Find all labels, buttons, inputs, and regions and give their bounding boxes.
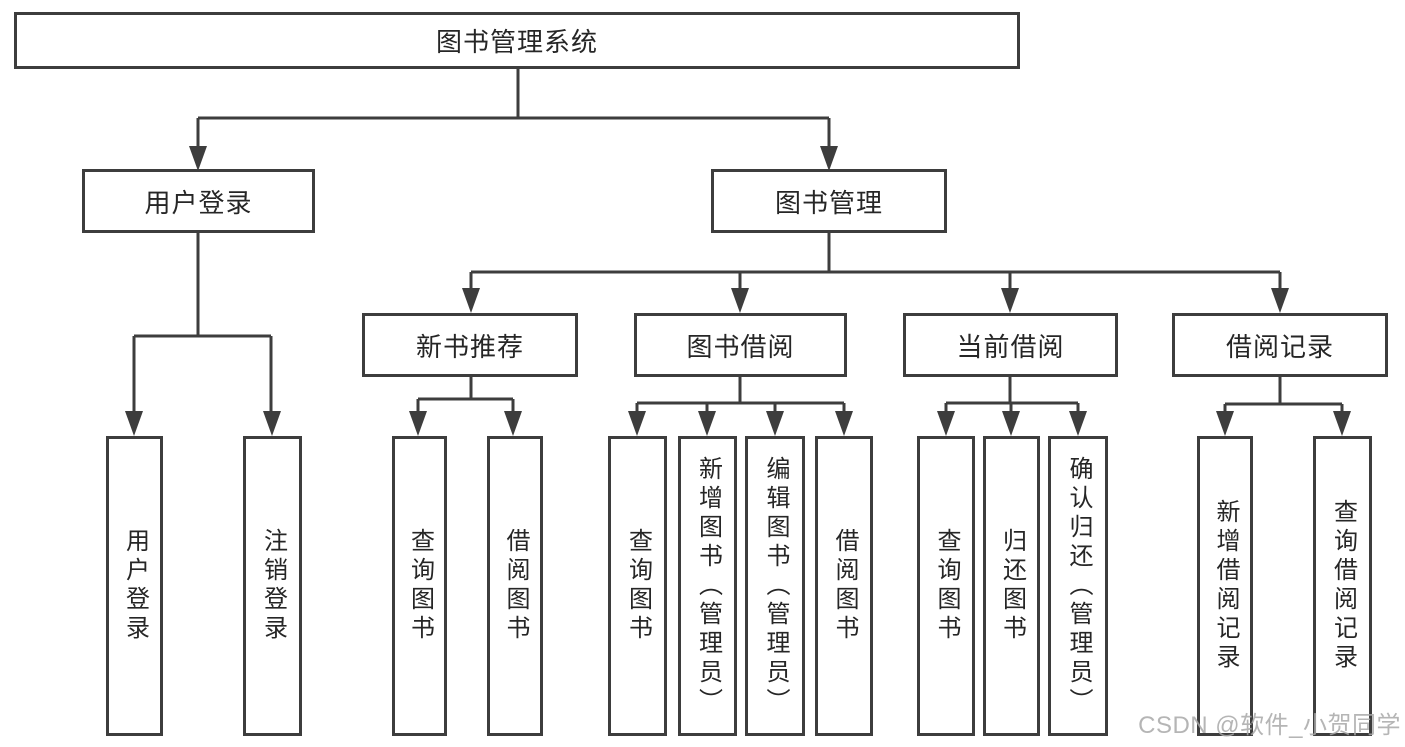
- node-borrowing-records: 借阅记录: [1172, 313, 1388, 377]
- node-label: 图书借阅: [686, 331, 795, 362]
- node-label: 编辑图书（管理员）: [762, 455, 789, 717]
- arrow-down-icon: [766, 411, 784, 436]
- node-query-books-recommend: 查询图书: [392, 436, 447, 736]
- node-query-books-borrowing: 查询图书: [608, 436, 667, 736]
- node-edit-books-admin: 编辑图书（管理员）: [745, 436, 805, 736]
- connector-book-borrowing-to-children: [635, 377, 846, 413]
- node-user-login: 用户登录: [82, 169, 315, 233]
- arrow-down-icon: [1216, 411, 1234, 436]
- connector-root-to-level2: [196, 69, 831, 148]
- node-label: 新增图书（管理员）: [694, 455, 722, 717]
- node-book-management: 图书管理: [711, 169, 947, 233]
- arrow-down-icon: [1002, 411, 1020, 436]
- node-label: 借阅记录: [1225, 331, 1334, 362]
- connector-user-login-to-children: [132, 233, 273, 413]
- node-book-borrowing: 图书借阅: [634, 313, 847, 377]
- arrow-down-icon: [835, 411, 853, 436]
- node-user-login-leaf: 用户登录: [106, 436, 163, 736]
- arrow-down-icon: [1333, 411, 1351, 436]
- node-label: 确认归还（管理员）: [1065, 455, 1092, 717]
- arrow-down-icon: [698, 411, 716, 436]
- node-label: 用户登录: [121, 528, 149, 644]
- node-label: 查询图书: [406, 528, 434, 644]
- node-label: 注销登录: [259, 528, 287, 644]
- connector-borrowing-records-to-children: [1223, 377, 1344, 413]
- arrow-down-icon: [462, 288, 480, 313]
- node-label: 查询图书: [933, 528, 960, 644]
- node-confirm-return-admin: 确认归还（管理员）: [1048, 436, 1108, 736]
- connector-current-borrowing-to-children: [944, 377, 1080, 413]
- node-add-books-admin: 新增图书（管理员）: [678, 436, 737, 736]
- arrow-down-icon: [1271, 288, 1289, 313]
- node-label: 用户登录: [144, 187, 253, 218]
- arrowheads: [125, 146, 1351, 436]
- arrow-down-icon: [263, 411, 281, 436]
- node-label: 查询图书: [624, 528, 652, 644]
- node-return-books: 归还图书: [983, 436, 1040, 736]
- node-new-book-recommendation: 新书推荐: [362, 313, 578, 377]
- arrow-down-icon: [1069, 411, 1087, 436]
- node-logout-login: 注销登录: [243, 436, 302, 736]
- arrow-down-icon: [504, 411, 522, 436]
- node-label: 查询借阅记录: [1329, 499, 1357, 673]
- node-label: 新增借阅记录: [1212, 499, 1239, 673]
- node-label: 当前借阅: [956, 331, 1065, 362]
- arrow-down-icon: [937, 411, 955, 436]
- connector-new-book-recommendation-to-children: [416, 377, 515, 413]
- node-query-borrow-record: 查询借阅记录: [1313, 436, 1372, 736]
- connector-book-management-to-children: [469, 233, 1282, 290]
- node-add-borrow-record: 新增借阅记录: [1197, 436, 1253, 736]
- arrow-down-icon: [820, 146, 838, 171]
- node-label: 归还图书: [998, 528, 1026, 644]
- node-label: 图书管理系统: [435, 27, 598, 57]
- node-label: 借阅图书: [831, 528, 858, 644]
- connector-lines: [132, 69, 1344, 413]
- arrow-down-icon: [125, 411, 143, 436]
- arrow-down-icon: [189, 146, 207, 171]
- node-current-borrowing: 当前借阅: [903, 313, 1118, 377]
- node-query-books-current: 查询图书: [917, 436, 975, 736]
- node-label: 图书管理: [774, 187, 883, 218]
- node-borrow-books-borrowing: 借阅图书: [815, 436, 873, 736]
- arrow-down-icon: [628, 411, 646, 436]
- node-label: 借阅图书: [502, 528, 529, 644]
- node-library-management-system: 图书管理系统: [14, 12, 1020, 69]
- node-borrow-books-recommend: 借阅图书: [487, 436, 543, 736]
- watermark: CSDN @软件_小贺同学: [1138, 712, 1401, 739]
- arrow-down-icon: [409, 411, 427, 436]
- arrow-down-icon: [731, 288, 749, 313]
- node-label: 新书推荐: [415, 331, 524, 362]
- arrow-down-icon: [1001, 288, 1019, 313]
